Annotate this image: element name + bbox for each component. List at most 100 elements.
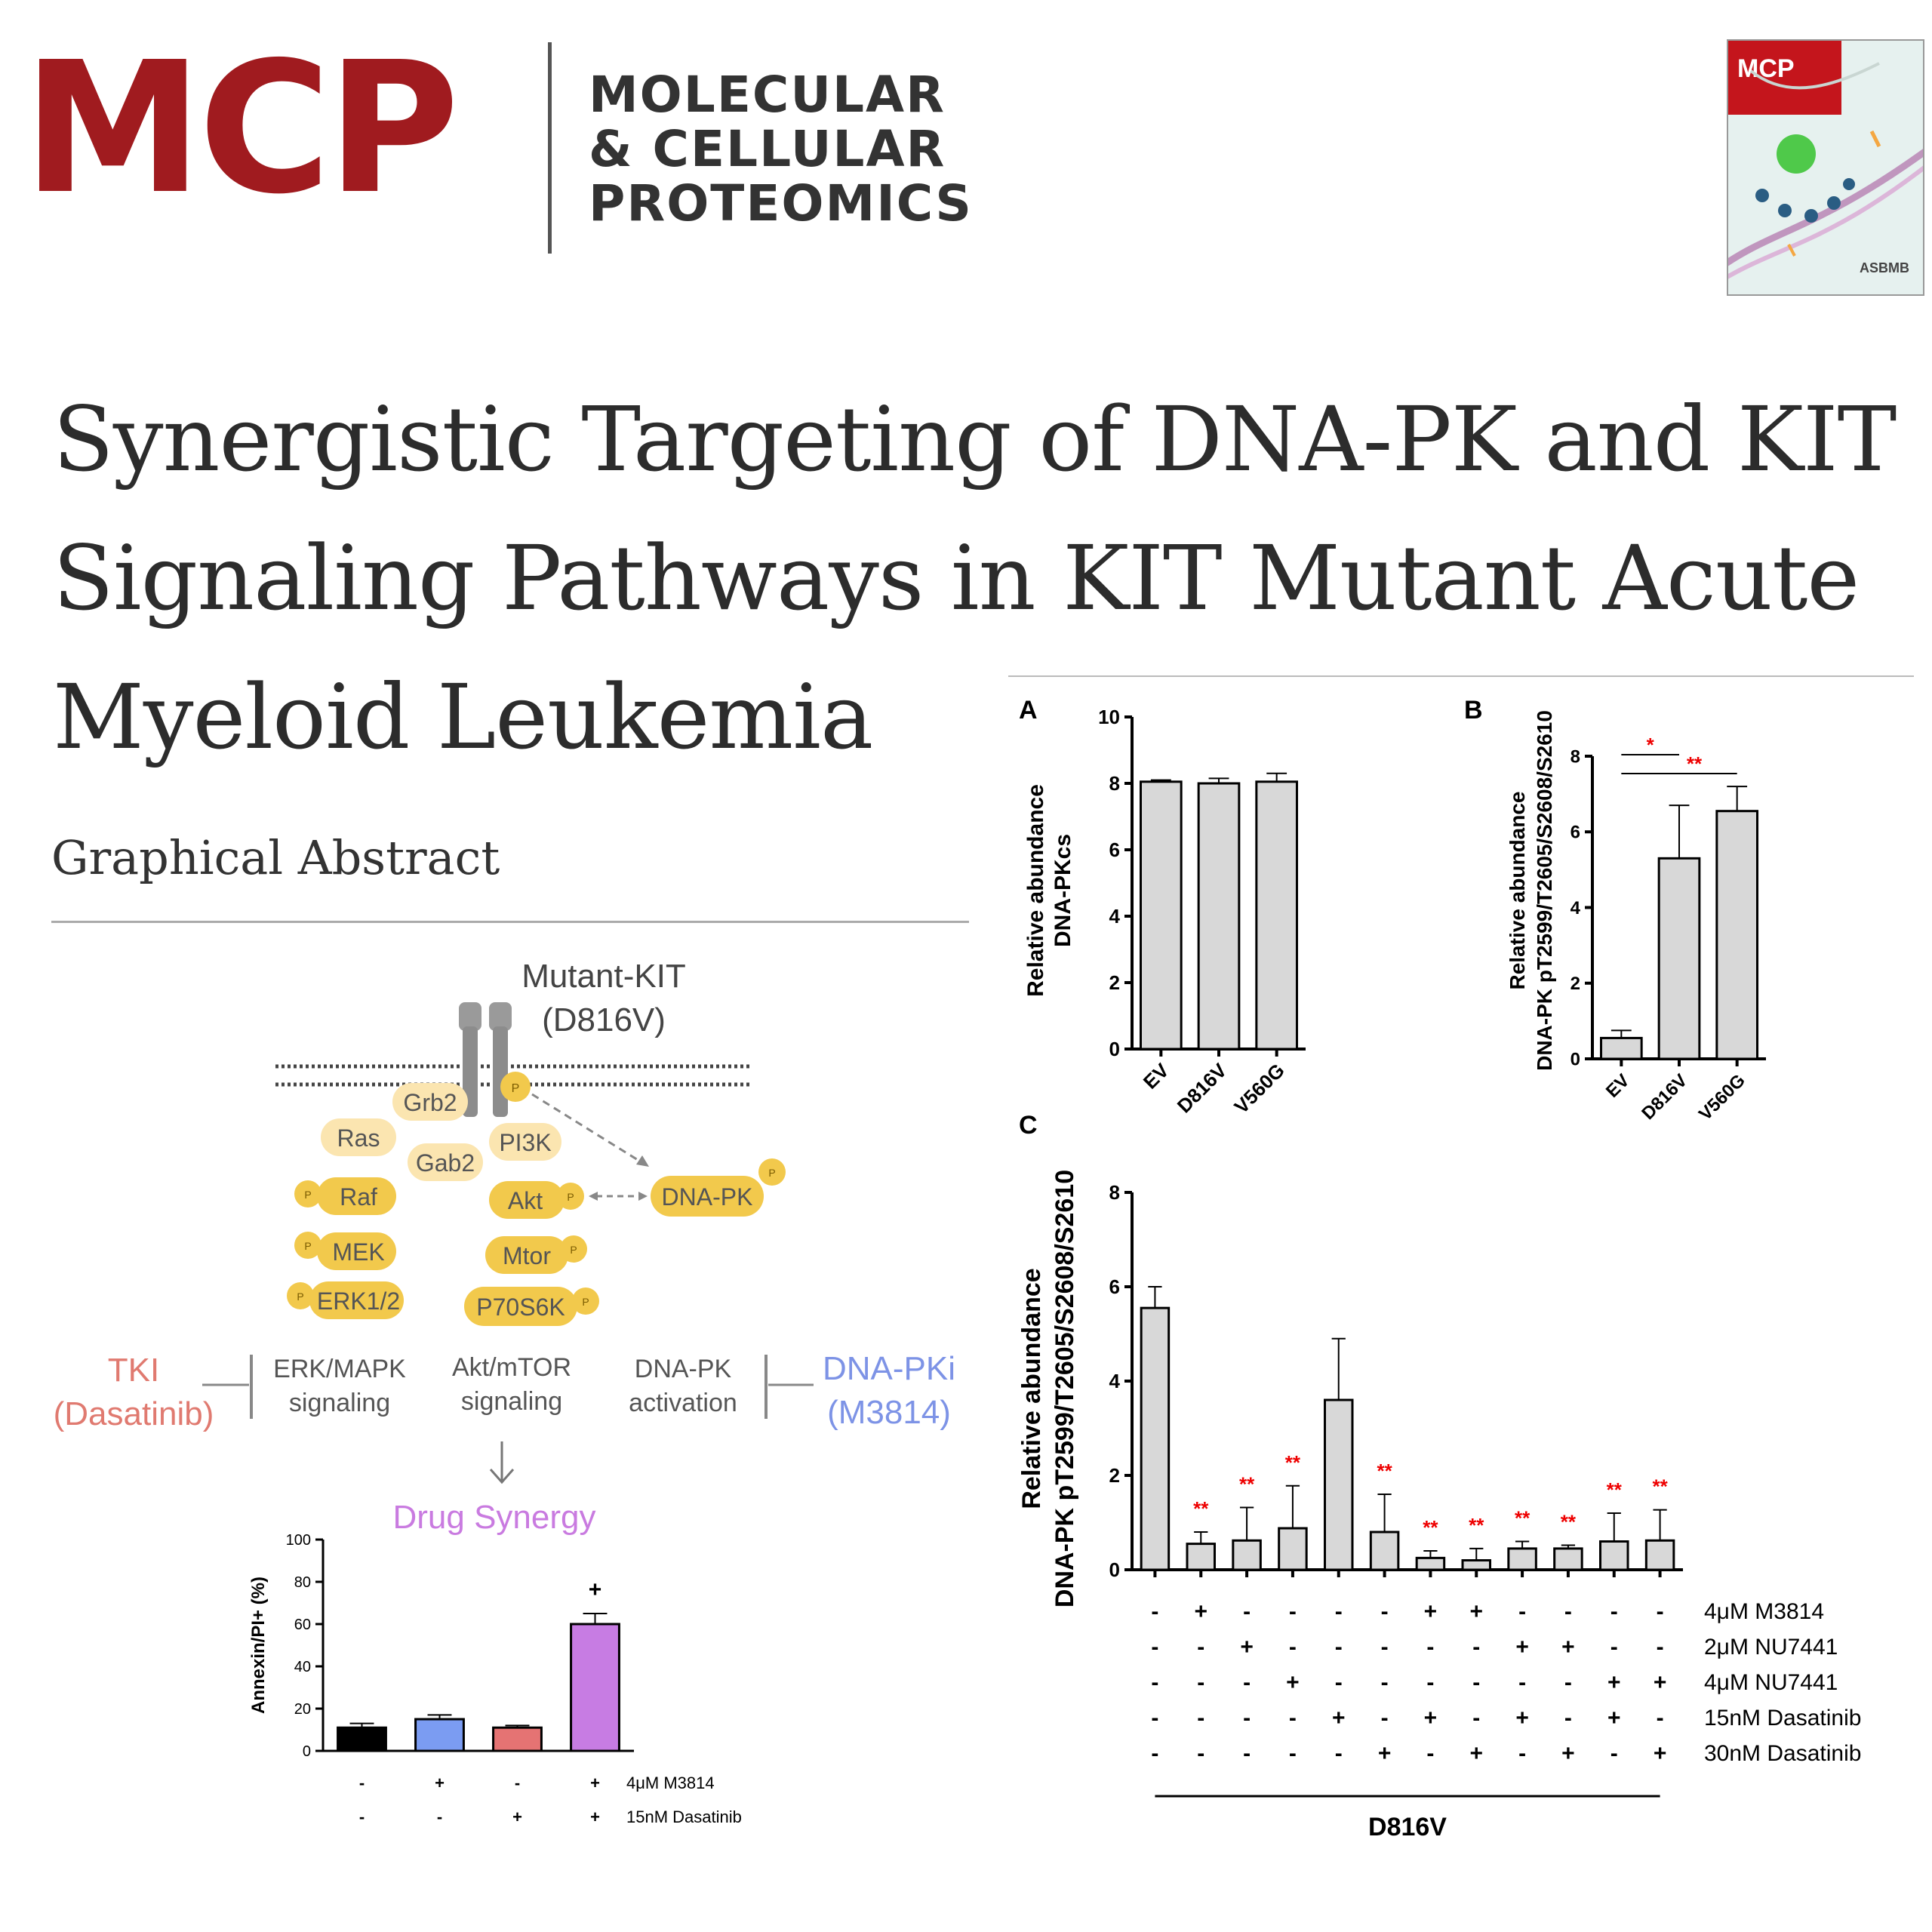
bar (1415, 1556, 1446, 1571)
dnapki-label-2: (M3814) (827, 1394, 951, 1431)
y-tick-label: 4 (1571, 898, 1581, 918)
x-category-label: EV (1602, 1070, 1634, 1102)
svg-text:P: P (570, 1244, 577, 1256)
y-tick-label: 2 (1109, 971, 1120, 994)
y-tick-label: 0 (303, 1743, 311, 1760)
condition-mark: + (1607, 1670, 1621, 1695)
y-tick-label: 0 (1109, 1038, 1120, 1060)
svg-text:Akt: Akt (508, 1187, 543, 1214)
svg-text:P: P (304, 1240, 311, 1252)
significance-label: ** (1607, 1478, 1623, 1501)
condition-mark: - (1472, 1635, 1480, 1660)
journal-name-line-1: MOLECULAR (589, 66, 946, 124)
bar (1507, 1547, 1537, 1571)
condition-mark: + (1194, 1599, 1208, 1624)
condition-mark: - (1151, 1706, 1158, 1730)
condition-mark: + (1424, 1599, 1438, 1624)
condition-mark: + (1332, 1706, 1346, 1730)
condition-mark: - (359, 1807, 365, 1826)
svg-text:ERK1/2: ERK1/2 (317, 1287, 400, 1315)
phospho-receptor: P (500, 1072, 531, 1102)
x-category-label: EV (1139, 1059, 1174, 1094)
node-p70s6k: P70S6K P (464, 1287, 599, 1326)
y-tick-label: 6 (1571, 823, 1580, 843)
condition-label: 15nM Dasatinib (1704, 1706, 1861, 1730)
condition-mark: - (1381, 1706, 1389, 1730)
svg-text:P: P (582, 1296, 589, 1308)
svg-text:Grb2: Grb2 (403, 1089, 457, 1116)
bar (1461, 1559, 1491, 1571)
bar (1140, 780, 1183, 1051)
significance-label: ** (1515, 1507, 1531, 1530)
bar (1278, 1527, 1308, 1571)
condition-mark: - (1335, 1741, 1343, 1766)
node-pi3k: PI3K (489, 1123, 561, 1161)
condition-mark: - (1335, 1635, 1343, 1660)
pathway-label-akt-2: signaling (461, 1387, 562, 1416)
condition-mark: - (1335, 1670, 1343, 1695)
article-title: Synergistic Targeting of DNA-PK and KIT … (53, 370, 1917, 786)
title-line-3: Myeloid Leukemia (53, 665, 873, 769)
svg-text:Raf: Raf (340, 1183, 377, 1211)
significance-label: ** (1561, 1511, 1577, 1534)
condition-mark: - (1381, 1635, 1389, 1660)
condition-mark: - (1472, 1706, 1480, 1730)
condition-mark: - (1472, 1670, 1480, 1695)
significance-label: ** (1469, 1514, 1484, 1537)
condition-mark: + (1424, 1706, 1438, 1730)
y-tick-label: 6 (1109, 838, 1120, 861)
svg-text:P: P (567, 1191, 574, 1203)
condition-mark: - (1426, 1670, 1434, 1695)
node-dna-pk: DNA-PKP (651, 1158, 786, 1217)
significance-label: ** (1377, 1460, 1392, 1482)
condition-label: 2μM NU7441 (1704, 1635, 1838, 1660)
drug-synergy-label: Drug Synergy (392, 1499, 595, 1536)
y-tick-label: 8 (1109, 1181, 1120, 1204)
condition-mark: - (1611, 1741, 1618, 1766)
panel-c-chart: 02468********************-+----++----4μM… (1017, 1111, 1861, 1841)
down-arrowhead (489, 1469, 515, 1484)
condition-mark: - (1518, 1670, 1526, 1695)
significance-label: ** (1239, 1473, 1255, 1496)
bar (1324, 1398, 1354, 1571)
condition-label: 15nM Dasatinib (626, 1807, 742, 1826)
y-axis-label-1: Relative abundance (1017, 1268, 1046, 1509)
y-axis-label: Annexin/PI+ (%) (248, 1577, 269, 1714)
condition-mark: + (512, 1807, 522, 1826)
condition-mark: + (1469, 1599, 1483, 1624)
bar (1715, 810, 1759, 1060)
receptor-label-2: (D816V) (542, 1001, 666, 1038)
bar (414, 1718, 465, 1752)
section-title: Graphical Abstract (51, 830, 500, 885)
pathway-label-erk-1: ERK/MAPK (273, 1355, 406, 1383)
journal-cover-thumbnail[interactable]: MCP ASBMB (1727, 39, 1924, 296)
pathway-label-akt-1: Akt/mTOR (452, 1353, 571, 1382)
condition-mark: - (359, 1774, 365, 1792)
group-label: D816V (1368, 1813, 1447, 1841)
condition-mark: - (1426, 1741, 1434, 1766)
logo-divider (548, 42, 552, 254)
dnapki-label-1: DNA-PKi (823, 1350, 955, 1387)
y-tick-label: 2 (1109, 1464, 1120, 1487)
node-gab2: Gab2 (408, 1143, 483, 1181)
bar (1232, 1539, 1262, 1571)
condition-mark: - (1197, 1635, 1204, 1660)
title-line-2: Signaling Pathways in KIT Mutant Acute (53, 526, 1860, 630)
condition-mark: - (1518, 1599, 1526, 1624)
condition-mark: + (1561, 1635, 1575, 1660)
condition-label: 30nM Dasatinib (1704, 1741, 1861, 1766)
pathway-label-dnapk-1: DNA-PK (635, 1355, 732, 1383)
condition-mark: - (1243, 1741, 1251, 1766)
svg-text:P: P (297, 1291, 303, 1303)
condition-mark: - (1151, 1599, 1158, 1624)
condition-mark: + (1240, 1635, 1254, 1660)
y-tick-label: 0 (1109, 1558, 1120, 1581)
pathway-label-erk-2: signaling (289, 1389, 390, 1417)
condition-mark: - (1243, 1670, 1251, 1695)
condition-mark: - (1518, 1741, 1526, 1766)
svg-text:P70S6K: P70S6K (476, 1294, 565, 1321)
